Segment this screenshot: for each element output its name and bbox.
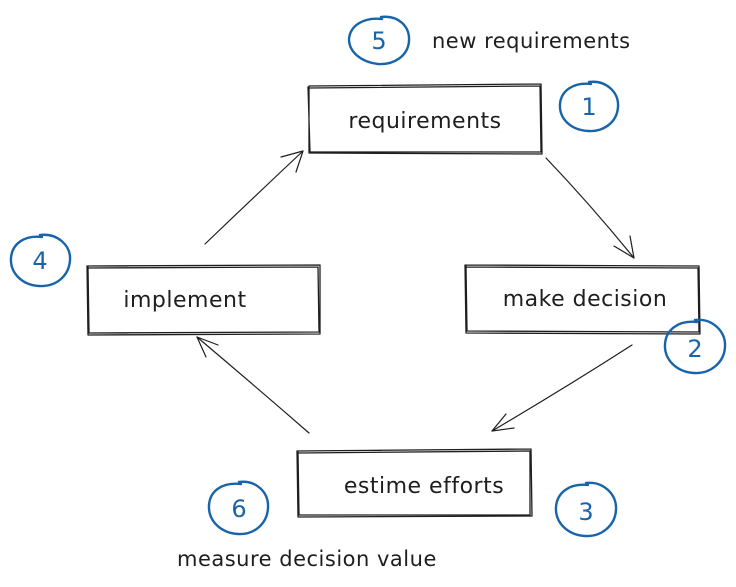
badge-6-number: 6: [231, 495, 246, 523]
step-implement-label: implement: [123, 288, 246, 313]
step-make-decision-box: [464, 264, 701, 335]
step-estimate-efforts-box: [296, 448, 533, 518]
step-requirements-box: [307, 83, 543, 155]
badge-4-circle: [9, 233, 72, 288]
badge-1-circle: [558, 80, 620, 133]
badge-1-number: 1: [581, 93, 596, 121]
badge-6: 6: [207, 480, 270, 536]
badge-3-number: 3: [578, 498, 593, 526]
badge-5: 5: [347, 15, 411, 66]
note-measure-decision-value: measure decision value: [177, 547, 437, 571]
step-implement-box: [86, 264, 321, 336]
step-make-decision: make decision: [464, 264, 701, 335]
badge-3-circle: [554, 481, 618, 538]
badge-2-circle: [663, 318, 727, 375]
arrow-requirements-to-decision: [545, 157, 635, 259]
badge-2-number: 2: [687, 335, 702, 363]
arrow-estimate-to-implement: [196, 336, 310, 434]
badge-4-number: 4: [32, 247, 47, 275]
step-implement: implement: [86, 264, 321, 336]
step-estimate-efforts: estime efforts: [296, 448, 533, 518]
step-requirements: requirements: [307, 83, 543, 155]
badge-6-circle: [207, 480, 270, 536]
arrow-implement-to-requirements: [204, 150, 304, 245]
note-new-requirements: new requirements: [432, 29, 631, 53]
step-make-decision-label: make decision: [503, 287, 668, 312]
step-estimate-efforts-label: estime efforts: [344, 474, 504, 499]
badge-4: 4: [9, 233, 72, 288]
badge-5-number: 5: [371, 27, 386, 55]
step-requirements-label: requirements: [348, 109, 501, 134]
badge-5-circle: [347, 15, 411, 66]
badge-2: 2: [663, 318, 727, 375]
badge-3: 3: [554, 481, 618, 538]
arrow-decision-to-estimate: [491, 344, 633, 432]
badge-1: 1: [558, 80, 620, 133]
